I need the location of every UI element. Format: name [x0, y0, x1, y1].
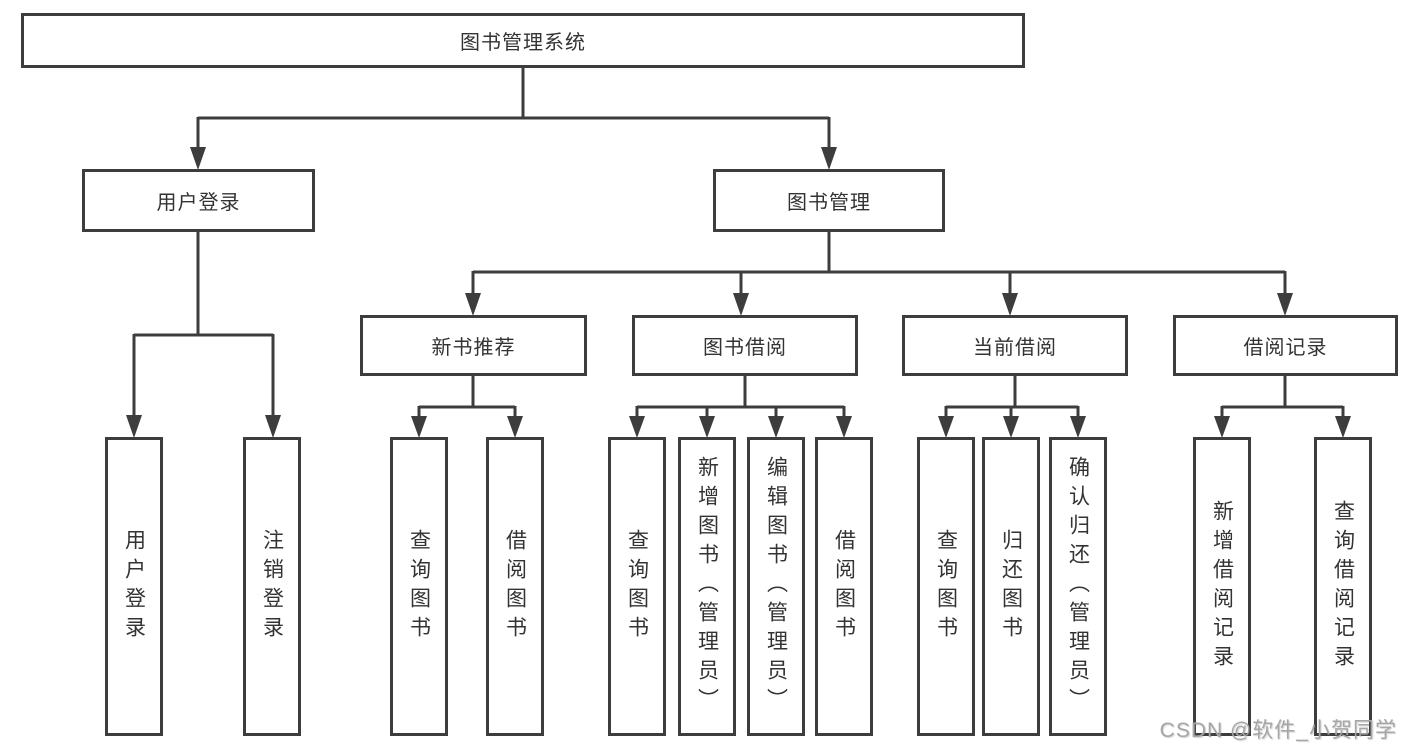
node-current-borrowing: 当前借阅	[902, 315, 1128, 376]
leaf-query-books-3: 查询图书	[917, 437, 975, 736]
leaf-borrow-books-2: 借阅图书	[815, 437, 873, 736]
node-borrowing-records: 借阅记录	[1173, 315, 1398, 376]
leaf-add-books-admin: 新增图书（管理员）	[678, 437, 736, 736]
leaf-logout: 注销登录	[243, 437, 301, 736]
leaf-query-borrow-record: 查询借阅记录	[1314, 437, 1372, 736]
leaf-confirm-return-admin: 确认归还（管理员）	[1049, 437, 1107, 736]
node-library-management-system: 图书管理系统	[21, 13, 1025, 68]
node-new-book-recommendation: 新书推荐	[360, 315, 587, 376]
leaf-query-books-1: 查询图书	[390, 437, 448, 736]
node-book-management: 图书管理	[713, 169, 945, 232]
leaf-add-borrow-record: 新增借阅记录	[1193, 437, 1251, 736]
leaf-borrow-books-1: 借阅图书	[486, 437, 544, 736]
leaf-query-books-2: 查询图书	[608, 437, 666, 736]
csdn-watermark: CSDN @软件_小贺同学	[1159, 719, 1397, 742]
node-user-login: 用户登录	[82, 169, 315, 232]
arrowheads	[126, 147, 1351, 438]
leaf-edit-books-admin: 编辑图书（管理员）	[747, 437, 805, 736]
leaf-return-books: 归还图书	[982, 437, 1040, 736]
leaf-user-login: 用户登录	[105, 437, 163, 736]
node-book-borrowing: 图书借阅	[632, 315, 858, 376]
